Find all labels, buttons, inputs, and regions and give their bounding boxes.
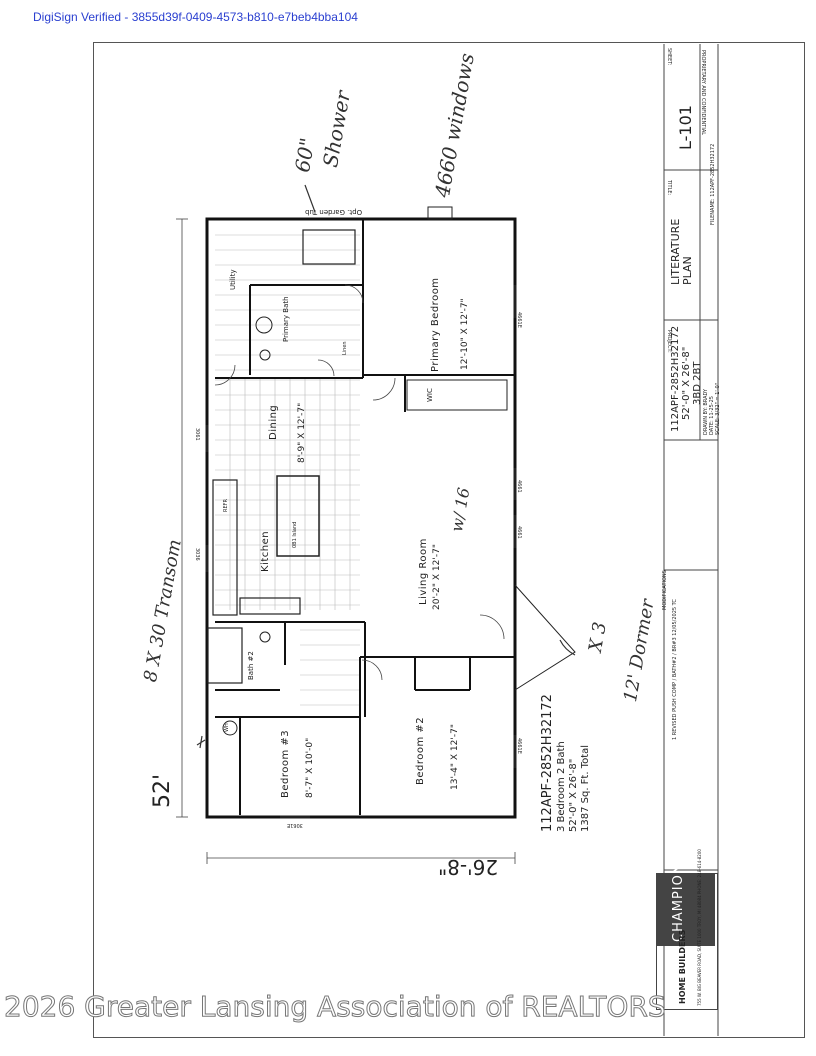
garden-tub-label: Opt. Garden Tub: [305, 208, 363, 216]
copyright-watermark: 2026 Greater Lansing Association of REAL…: [4, 990, 667, 1024]
dining-size: 8'-9" X 12'-7": [297, 402, 307, 463]
bedroom-2-size: 13'-4" X 12'-7": [450, 724, 460, 790]
bedroom-3-size: 8'-7" X 10'-0": [305, 737, 315, 798]
drawing-scale: SCALE: 3/32" = 1'-0": [715, 382, 721, 435]
plan-square-footage: 1387 Sq. Ft. Total: [580, 744, 591, 832]
bedroom-3-label: Bedroom #3: [280, 729, 291, 798]
sheet-field-label: SHEET:: [666, 48, 672, 66]
company-address: 755 W. BIG BEAVER ROAD, SUITE 1000 TROY,…: [697, 849, 702, 1006]
modifications-label: MODIFICATIONS: [662, 570, 668, 610]
sheet-number: L-101: [676, 105, 695, 150]
window-label: 3036: [194, 548, 200, 561]
digisign-verification: DigiSign Verified - 3855d39f-0409-4573-b…: [33, 10, 358, 24]
utility-label: Utility: [229, 269, 237, 290]
overall-width-label: 26'-8": [438, 855, 499, 879]
champion-logo-band: [657, 874, 715, 946]
window-label: 4661: [516, 480, 522, 493]
wic-label: WIC: [426, 388, 434, 402]
tile-grid: [215, 234, 360, 706]
island-label: 0B1 Island: [292, 521, 298, 548]
title-field-label: TITLE:: [666, 180, 672, 196]
primary-bedroom-size: 12'-10" X 12'-7": [460, 298, 470, 370]
primary-bedroom-label: Primary Bedroom: [430, 277, 441, 372]
copyright-notice: PROPRIETARY AND CONFIDENTIAL: [700, 50, 706, 136]
modification-entry: 1 REVISED PUSH COMP / BATH#2 / BR#3 12/0…: [672, 599, 678, 740]
window-label: 4661: [516, 526, 522, 539]
plan-filename: FILENAME: 112APF-2852H32172: [710, 143, 716, 225]
window-label: 3061E: [287, 822, 303, 828]
primary-bath-label: Primary Bath: [282, 296, 290, 342]
window-label: 4661E: [516, 312, 522, 328]
project-size: 52'-0" X 26'-8": [681, 346, 692, 420]
project-number: 112APF-2852H32172: [670, 325, 681, 432]
plan-dimensions: 52'-0" X 26'-8": [568, 758, 579, 832]
kitchen-island: [276, 475, 320, 557]
bedroom-2-label: Bedroom #2: [415, 716, 426, 785]
refr-label: REFR: [223, 499, 229, 512]
dining-label: Dining: [268, 404, 279, 440]
company-name-bottom: HOME BUILDERS: [678, 929, 687, 1004]
plan-model-number: 112APF-2852H32172: [540, 694, 555, 832]
living-room-label: Living Room: [418, 538, 429, 605]
project-rooms: 3BD 2BT: [692, 361, 703, 405]
kitchen-label: Kitchen: [260, 530, 271, 572]
linen-label: Linen: [342, 341, 348, 355]
drawing-title: LITERATURE PLAN: [669, 218, 694, 285]
living-room-size: 20'-2" X 12'-7": [432, 544, 442, 610]
plan-sheet-border: [93, 42, 805, 1038]
bath-2-label: Bath #2: [247, 651, 255, 680]
water-heater-label: WH: [224, 723, 230, 732]
overall-length-label: 52': [150, 773, 175, 808]
champion-logo: CHAMPION HOME BUILDERS 755 W. BIG BEAVER…: [656, 849, 718, 1010]
plan-bed-bath: 3 Bedroom 2 Bath: [556, 741, 567, 832]
window-label: 4661E: [516, 738, 522, 754]
window-label: 3061: [194, 428, 200, 441]
